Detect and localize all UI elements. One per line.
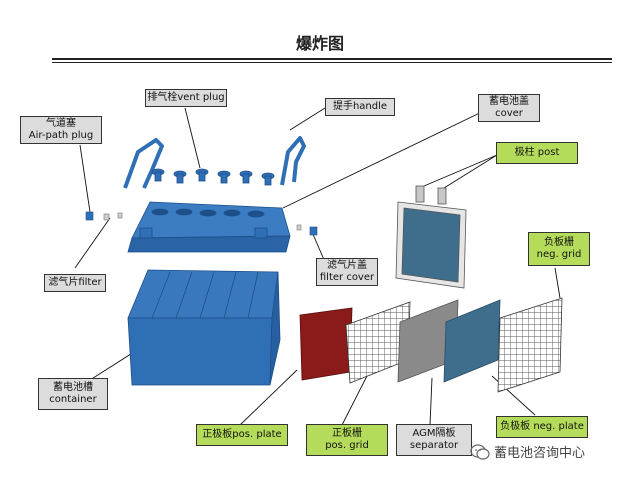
label-pos-plate: 正极板pos. plate bbox=[196, 424, 288, 446]
assembled-element-part bbox=[395, 185, 467, 289]
wechat-icon bbox=[470, 443, 490, 460]
battery-container-part bbox=[127, 269, 281, 386]
pos-plate-part bbox=[299, 307, 353, 381]
watermark-text: 蓄电池咨询中心 bbox=[494, 446, 586, 461]
leader-cover bbox=[282, 107, 491, 209]
label-vent-plug: 排气栓vent plug bbox=[145, 89, 227, 107]
label-neg-plate: 负极板 neg. plate bbox=[496, 416, 588, 438]
leader-neg-grid bbox=[554, 267, 561, 299]
leader-lines bbox=[74, 107, 561, 426]
leader-post-2 bbox=[443, 154, 498, 189]
leader-filter-cover bbox=[311, 231, 326, 263]
leader-handle bbox=[289, 107, 326, 131]
page-title: 爆炸图 bbox=[295, 34, 344, 53]
leader-vent-plug bbox=[184, 107, 201, 169]
air-path-plug-parts bbox=[85, 211, 318, 236]
neg-grid-part bbox=[497, 297, 563, 393]
neg-plate-part bbox=[443, 299, 501, 383]
watermark: 蓄电池咨询中心 bbox=[470, 442, 585, 461]
leader-separator bbox=[429, 377, 433, 426]
label-filter: 滤气片filter bbox=[44, 274, 106, 292]
leader-air-path-plug bbox=[79, 144, 91, 213]
handle-part bbox=[123, 136, 306, 189]
leader-pos-grid bbox=[341, 373, 369, 426]
title-rule-top bbox=[52, 58, 612, 60]
title-rule-bottom bbox=[52, 62, 612, 63]
leader-post-1 bbox=[423, 154, 498, 187]
vent-plug-row bbox=[151, 168, 275, 186]
battery-cover-part bbox=[127, 201, 291, 253]
leader-pos-plate bbox=[239, 369, 298, 426]
leader-filter bbox=[74, 217, 111, 269]
label-handle: 提手handle bbox=[325, 98, 395, 116]
label-post: 极柱 post bbox=[496, 142, 578, 164]
